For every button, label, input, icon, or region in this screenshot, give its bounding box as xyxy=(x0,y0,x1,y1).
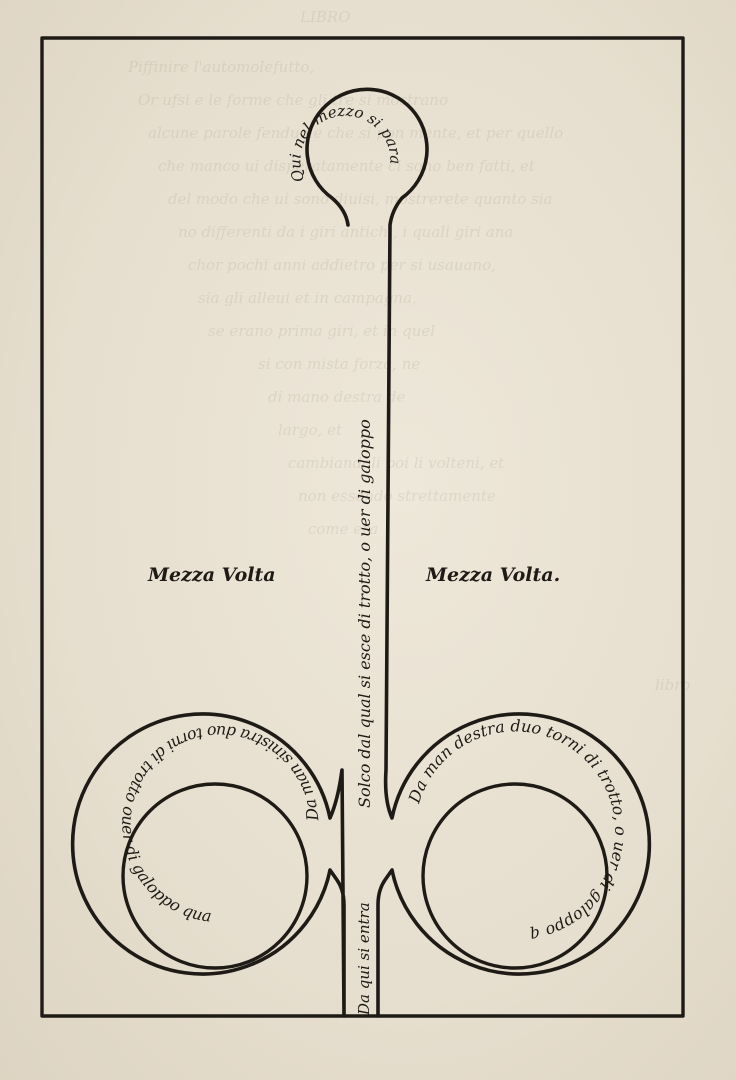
bleed-line: alcune parole fenduole che si pon mente,… xyxy=(148,124,563,142)
right-section-label: Mezza Volta. xyxy=(425,564,560,586)
left-inner-circle xyxy=(121,782,309,970)
bleed-line: del modo che ui sono diuisi, mostrerete … xyxy=(168,190,553,208)
bleed-line: no differenti da i giri antichi, i quali… xyxy=(178,223,513,241)
bleed-line: chor pochi anni addietro per si usauano, xyxy=(188,256,496,274)
left-section-label: Mezza Volta xyxy=(147,564,276,586)
bleed-line: di mano destra de xyxy=(268,388,405,406)
margin-fragment: libro xyxy=(655,676,690,694)
track-outline xyxy=(70,87,652,1018)
bleed-line: cambiandoli poi li volteni, et xyxy=(288,454,505,472)
frame-border xyxy=(40,36,685,1018)
bleed-line: se erano prima giri, et in quel xyxy=(208,322,435,340)
entry-caption: Da qui si entra xyxy=(355,902,373,1016)
header-fragment: LIBRO xyxy=(299,8,351,26)
bleed-line: come era xyxy=(308,520,378,538)
bleed-line: largo, et xyxy=(278,421,343,439)
bleed-line: sia gli alleui et in campagna, xyxy=(198,289,417,307)
right-inner-circle xyxy=(421,782,609,970)
bleed-line: non essendo strettamente xyxy=(298,487,496,505)
bleed-line: che manco ui disperatamente ci sono ben … xyxy=(158,157,536,175)
bleed-line: Piffinire l'automolefutto, xyxy=(127,58,314,76)
bleed-line: si con mista forza, ne xyxy=(258,355,420,373)
bleed-through-text: Piffinire l'automolefutto, Or ufsi e le f… xyxy=(127,58,563,538)
bleed-line: Or ufsi e le forme che gli tre si mostra… xyxy=(138,91,448,109)
stem-caption: Solco dal qual si esce di trotto, o uer … xyxy=(355,419,374,808)
